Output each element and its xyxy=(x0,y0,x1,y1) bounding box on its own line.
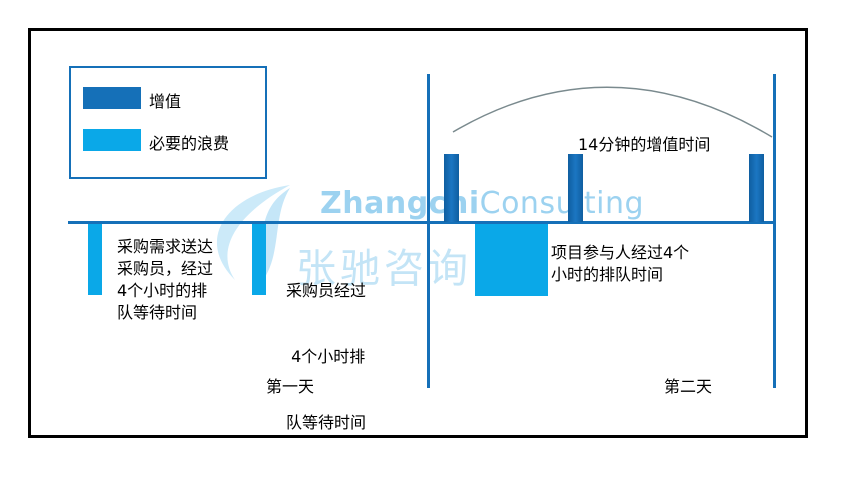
value-added-bar-1 xyxy=(444,154,459,222)
note-day2-value-added: 14分钟的增值时间 xyxy=(578,135,711,154)
note-day1-buyer-queue: 采购员经过 4个小时排 队等待时间 xyxy=(286,281,367,432)
timeline-baseline xyxy=(68,221,776,224)
waste-bar-day1-buyer-queue xyxy=(252,224,266,295)
day2-end-line xyxy=(773,74,776,388)
waste-bar-day2-participant-queue xyxy=(475,224,548,296)
value-added-bar-2 xyxy=(568,154,583,222)
waste-bar-day1-purchasing-request xyxy=(88,224,102,295)
watermark-text-cn: 张驰咨询 xyxy=(296,246,472,292)
legend-swatch-necessary-waste xyxy=(83,129,141,151)
note-day2-participant-queue: 项目参与人经过4个 小时的排队时间 xyxy=(551,243,690,284)
legend-box: 增值 必要的浪费 xyxy=(69,66,267,179)
legend-label-value-added: 增值 xyxy=(149,92,182,111)
legend-swatch-value-added xyxy=(83,87,141,109)
legend-label-necessary-waste: 必要的浪费 xyxy=(149,134,230,153)
value-added-bar-3 xyxy=(749,154,764,222)
day1-label: 第一天 xyxy=(266,377,315,396)
note-day1-purchasing-request: 采购需求送达 采购员，经过 4个小时的排 队等待时间 xyxy=(117,237,214,322)
day-divider-line xyxy=(427,74,430,388)
diagram-frame xyxy=(28,28,808,438)
day2-label: 第二天 xyxy=(664,377,713,396)
